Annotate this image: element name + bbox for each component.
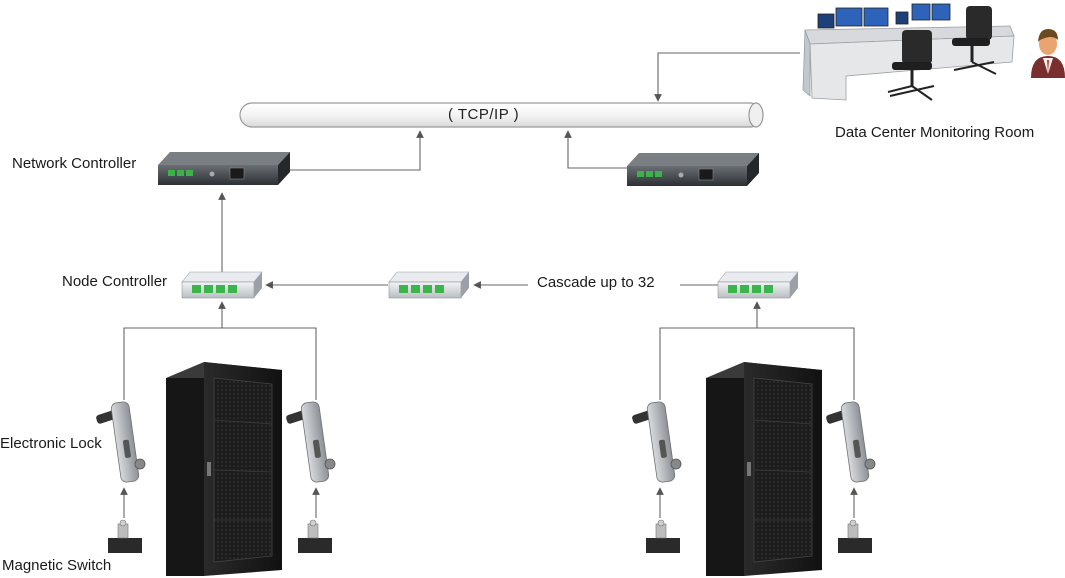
electronic-lock-label: Electronic Lock <box>0 435 102 452</box>
node-controller-left <box>181 271 263 299</box>
server-cabinet-right <box>706 362 822 576</box>
connectors <box>120 52 858 518</box>
electronic-lock-1 <box>96 401 146 483</box>
node-controller-label: Node Controller <box>62 273 168 290</box>
electronic-lock-4 <box>826 401 876 483</box>
tcp-ip-bus <box>239 102 764 128</box>
magnetic-switch-1 <box>108 519 142 553</box>
cascade-label: Cascade up to 32 <box>537 274 655 291</box>
network-controller-left <box>158 152 290 185</box>
network-controller-label: Network Controller <box>12 155 137 172</box>
magnetic-switch-label: Magnetic Switch <box>2 557 112 574</box>
network-controller-right <box>627 153 759 186</box>
magnetic-switch-4 <box>838 519 872 553</box>
room-to-bus-line <box>654 52 800 102</box>
left-locks-bus <box>123 327 317 400</box>
electronic-lock-2 <box>286 401 336 483</box>
chair-2 <box>952 6 997 75</box>
node-controller-middle <box>388 271 470 299</box>
netctrl-right-to-bus-line <box>564 130 627 169</box>
tcp-ip-bus-label: ( TCP/IP ) <box>448 106 520 123</box>
electronic-lock-3 <box>632 401 682 483</box>
node-controller-right <box>717 271 799 299</box>
monitoring-room-label: Data Center Monitoring Room <box>835 124 1035 141</box>
monitoring-room-illustration <box>802 3 1015 101</box>
operator-person-icon <box>1031 29 1065 78</box>
magnetic-switch-3 <box>646 519 680 553</box>
magnetic-switch-2 <box>298 519 332 553</box>
monitors <box>817 3 951 29</box>
chair-1 <box>887 30 935 101</box>
netctrl-left-to-bus-line <box>290 130 424 171</box>
server-cabinet-left <box>166 362 282 576</box>
